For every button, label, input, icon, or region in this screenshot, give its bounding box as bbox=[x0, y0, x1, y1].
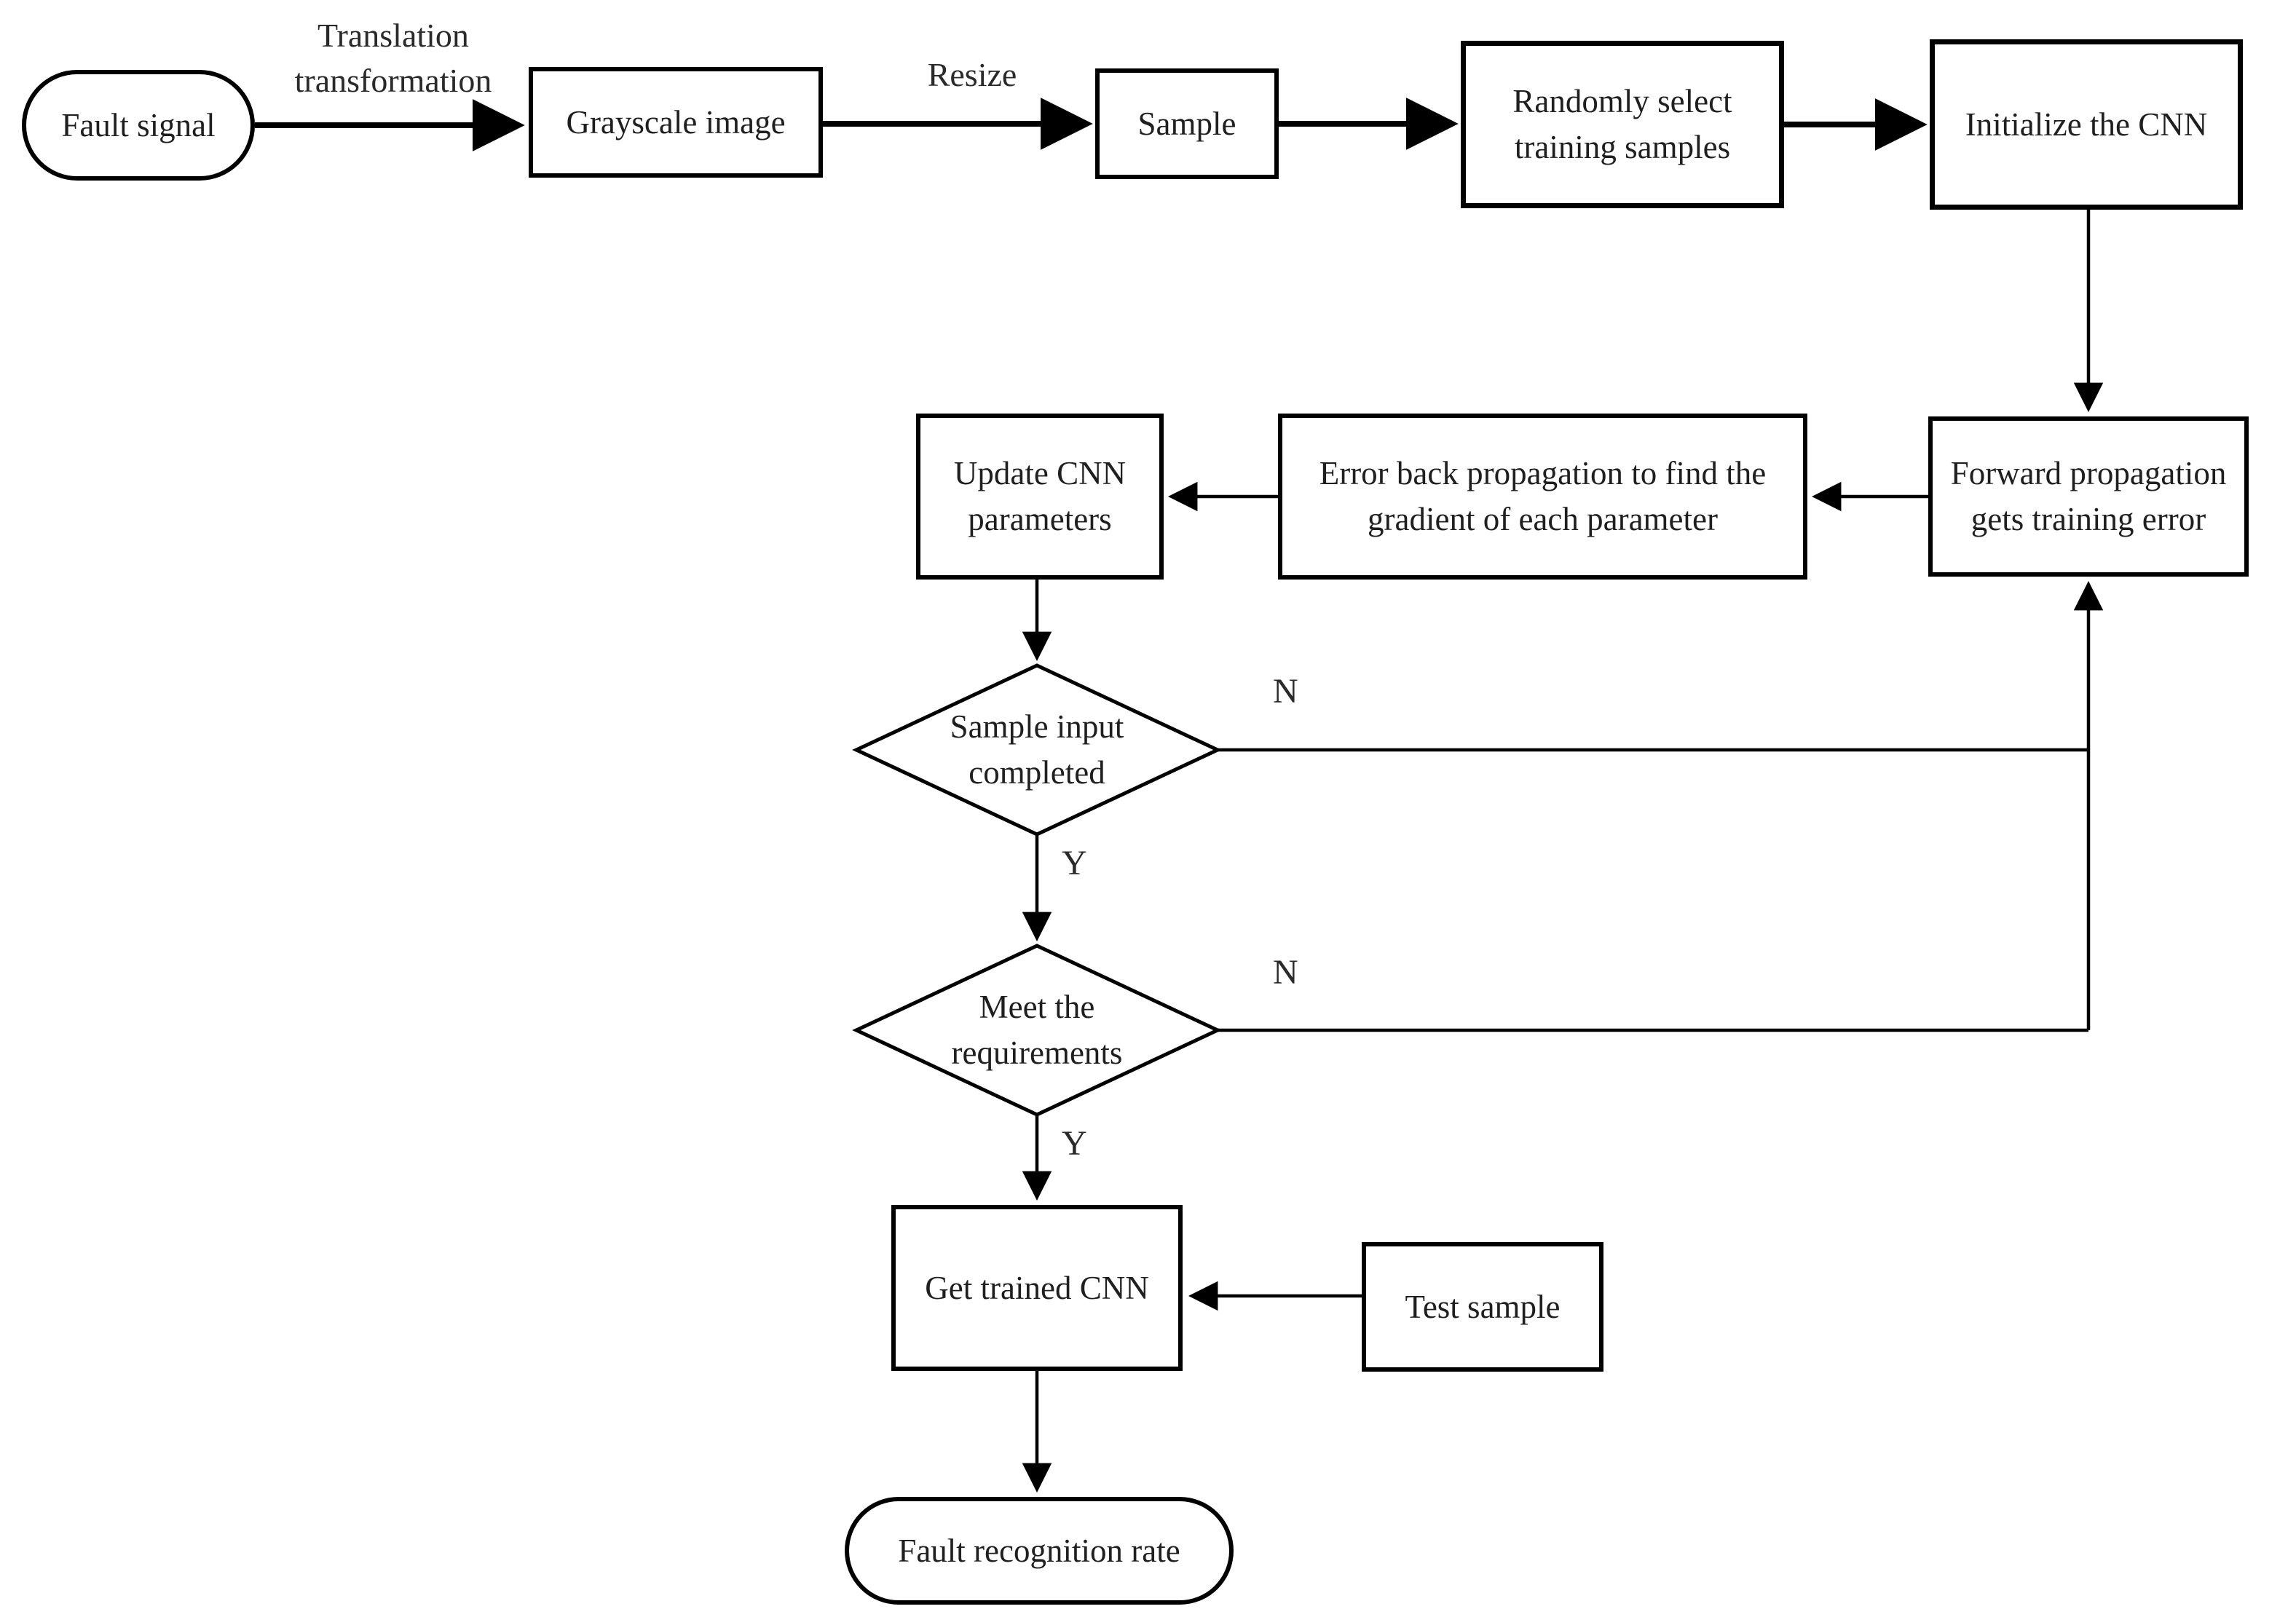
branch-label-sample-input-no: N bbox=[1273, 672, 1298, 711]
edge-label-resize: Resize bbox=[927, 56, 1017, 93]
node-test-sample: Test sample bbox=[1362, 1242, 1603, 1372]
edge-label-translation-transformation: Translation transformation bbox=[294, 17, 492, 100]
node-sample-input-completed: Sample input completed bbox=[950, 708, 1124, 791]
node-sample: Sample bbox=[1095, 68, 1279, 179]
node-error-back-propagation: Error back propagation to find the gradi… bbox=[1278, 414, 1807, 580]
node-grayscale-image: Grayscale image bbox=[529, 67, 823, 178]
branch-label-sample-input-yes: Y bbox=[1062, 844, 1087, 882]
node-meet-the-requirements: Meet the requirements bbox=[951, 989, 1123, 1071]
node-fault-recognition-rate: Fault recognition rate bbox=[845, 1497, 1234, 1605]
diamond-requirements-shape bbox=[852, 944, 1222, 1117]
branch-label-requirements-yes: Y bbox=[1062, 1124, 1087, 1163]
node-forward-propagation: Forward propagation gets training error bbox=[1928, 416, 2249, 577]
diamond-sample-input-shape bbox=[852, 663, 1222, 837]
node-update-cnn-parameters: Update CNN parameters bbox=[916, 414, 1164, 580]
node-get-trained-cnn: Get trained CNN bbox=[891, 1205, 1183, 1371]
branch-label-requirements-no: N bbox=[1273, 953, 1298, 992]
node-randomly-select-training-samples: Randomly select training samples bbox=[1461, 41, 1784, 208]
node-initialize-the-cnn: Initialize the CNN bbox=[1930, 39, 2243, 210]
node-fault-signal: Fault signal bbox=[22, 70, 255, 181]
